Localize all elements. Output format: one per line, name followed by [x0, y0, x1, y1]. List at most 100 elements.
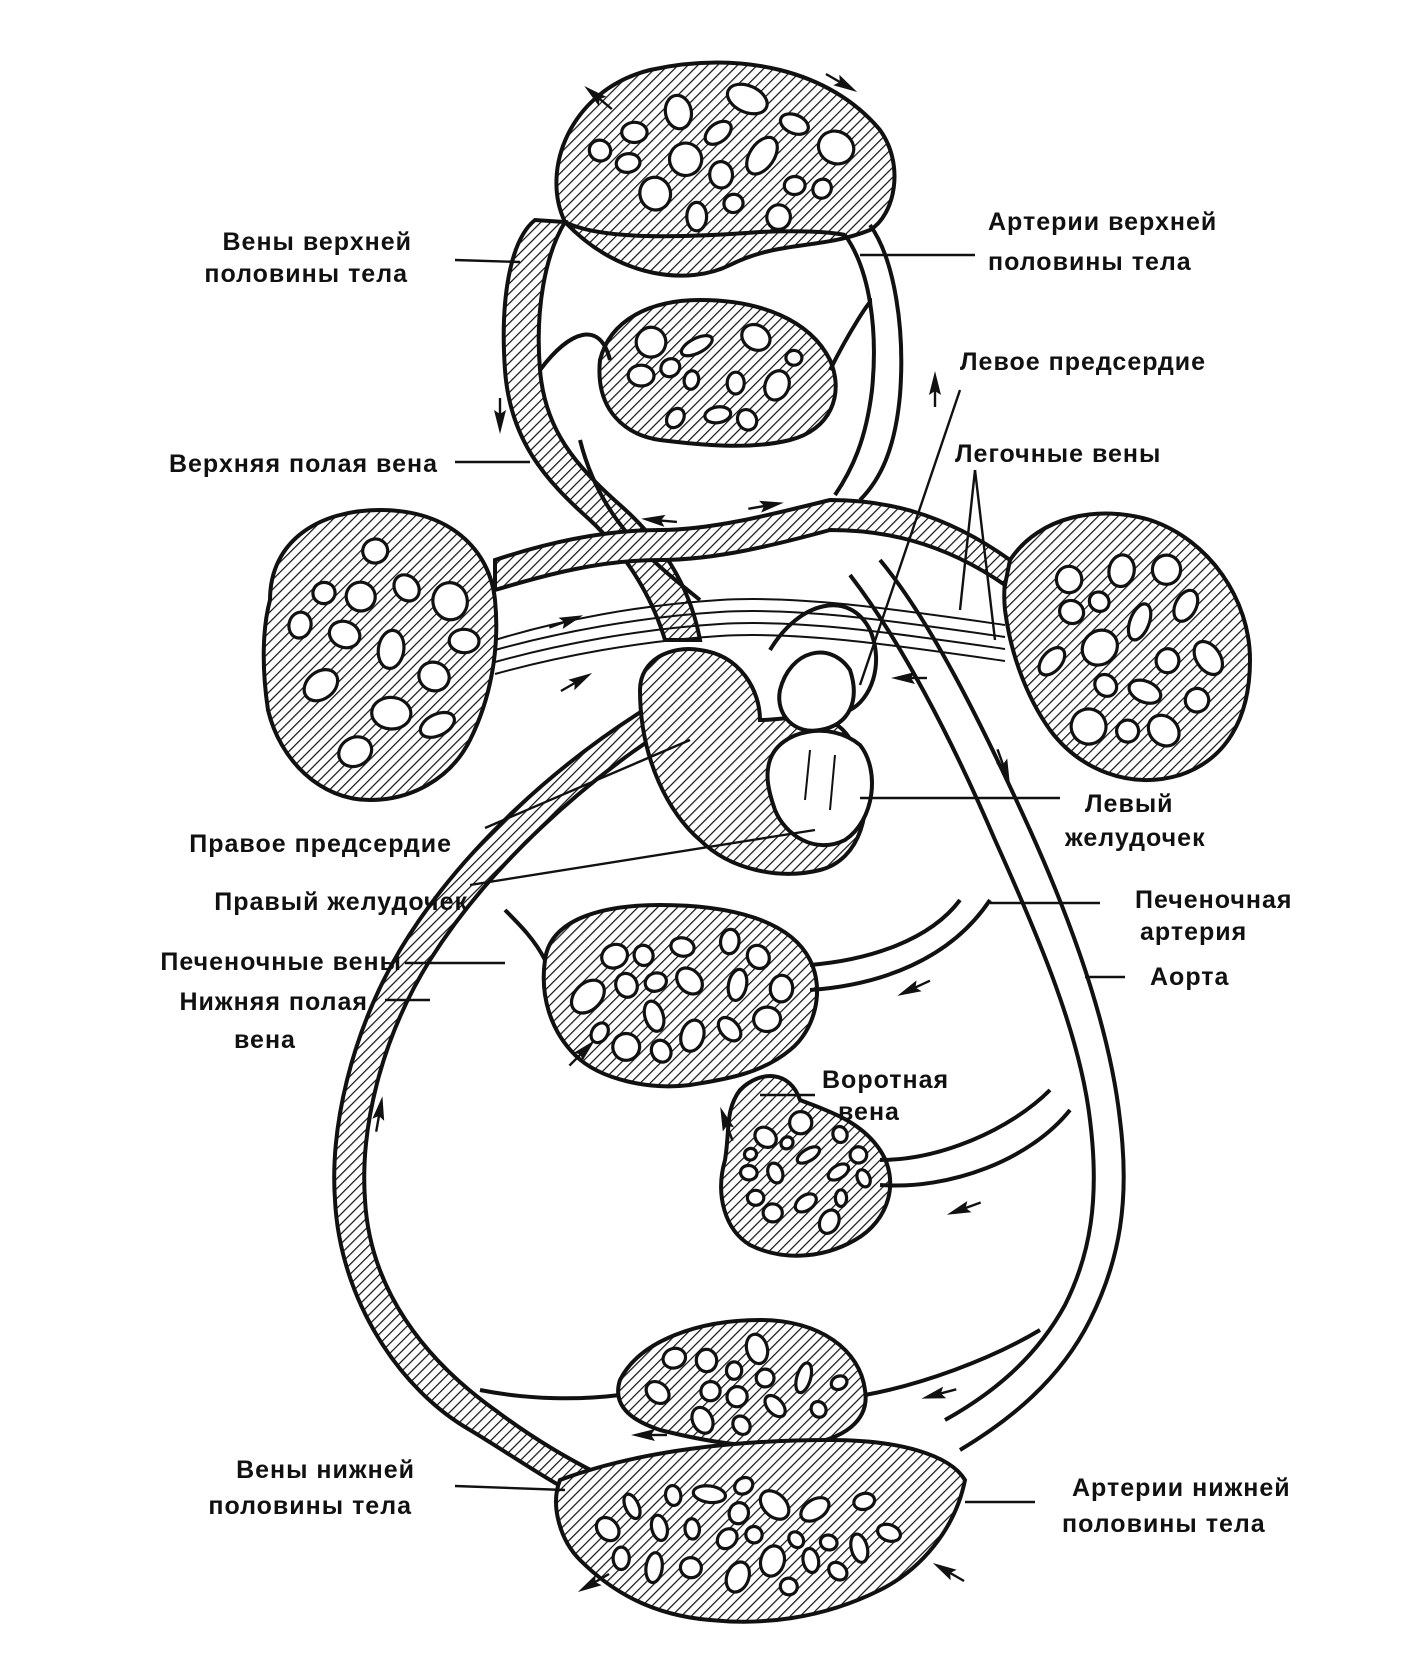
capillary-cell — [788, 1109, 814, 1136]
capillary-cell — [833, 1188, 849, 1208]
capillary-cell — [1093, 672, 1119, 698]
capillary-cell — [801, 1546, 821, 1575]
capillary-cell — [594, 1515, 621, 1543]
capillary-cell — [663, 93, 694, 131]
capillary-cell — [417, 660, 451, 693]
capillary-cell — [745, 135, 779, 176]
labels: Вены верхней половины тела Артерии верхн… — [160, 208, 1291, 1538]
capillary-cell — [733, 1475, 755, 1496]
capillary-cell — [765, 203, 793, 231]
capillary-cell — [699, 1380, 722, 1403]
capillary-cell — [809, 1399, 828, 1419]
capillary-cell — [679, 334, 714, 358]
capillary-cell — [745, 943, 771, 971]
label-lower-body-arteries-2: половины тела — [1062, 1510, 1266, 1538]
capillary-cell — [691, 1484, 728, 1505]
capillary-cell — [344, 580, 377, 613]
capillary-cell — [811, 177, 833, 200]
capillary-cell — [758, 1544, 787, 1578]
capillary-cell — [726, 967, 749, 1003]
capillary-cell — [1054, 564, 1084, 595]
capillary-cell — [675, 966, 704, 996]
label-lower-body-veins-2: половины тела — [208, 1492, 412, 1520]
capillary-cell — [725, 82, 769, 116]
capillary-cell — [614, 152, 642, 174]
capillary-cell — [787, 1530, 806, 1550]
capillary-cell — [683, 1517, 702, 1541]
flow-arrow — [631, 1429, 655, 1441]
capillary-cell — [779, 1135, 795, 1151]
capillary-cell — [1087, 590, 1111, 613]
capillary-cell — [663, 1483, 683, 1508]
capillary-cell — [418, 710, 457, 739]
capillary-cell — [649, 1038, 673, 1064]
capillary-cell — [667, 141, 704, 178]
label-upper-body-veins-1: Вены верхней — [222, 228, 412, 256]
capillary-cell — [690, 1405, 715, 1435]
flow-arrow — [891, 672, 915, 684]
capillary-cell — [744, 1332, 770, 1366]
capillary-cell — [370, 695, 413, 731]
flow-arrow — [584, 86, 607, 107]
capillary-cell — [829, 1374, 849, 1392]
flow-arrow — [929, 371, 941, 395]
capillary-cell — [302, 668, 340, 703]
capillary-cell — [392, 573, 421, 603]
capillary-cell — [1127, 678, 1163, 705]
capillary-cell — [1107, 553, 1136, 589]
flow-arrow — [932, 1563, 957, 1581]
flow-arrow — [641, 514, 666, 527]
capillary-cell — [649, 1513, 670, 1542]
capillary-cell — [447, 627, 481, 655]
capillary-cell — [634, 325, 668, 359]
capillary-cell — [1080, 628, 1119, 667]
capillary-cell — [725, 1384, 749, 1409]
left-lung-capillary-bed — [261, 507, 499, 803]
flow-arrow-shaft — [374, 1115, 381, 1132]
flow-arrow-shaft — [949, 1571, 965, 1583]
label-superior-vena-cava: Верхняя полая вена — [169, 450, 438, 478]
flow-arrow — [946, 1200, 972, 1215]
label-hepatic-veins: Печеночные вены — [160, 948, 402, 976]
flow-arrow-shaft — [598, 97, 613, 111]
capillary-cell — [826, 1162, 851, 1182]
capillary-cell — [703, 119, 733, 146]
capillary-cell — [587, 138, 613, 163]
capillary-cell — [778, 1576, 799, 1597]
flow-arrow — [568, 673, 593, 691]
flow-arrow — [558, 615, 584, 630]
capillary-cell — [827, 1560, 849, 1582]
flow-arrow — [995, 758, 1010, 784]
label-inferior-vena-cava-2: вена — [234, 1026, 296, 1054]
leader-lines — [385, 253, 1125, 1504]
capillary-cell — [611, 1031, 642, 1062]
capillary-cell — [644, 1551, 664, 1585]
capillary-cell — [600, 942, 630, 970]
capillary-cell — [753, 1125, 778, 1150]
capillary-cell — [831, 1124, 849, 1145]
flow-arrow-shaft — [748, 504, 765, 511]
capillary-cell — [1146, 713, 1181, 748]
label-upper-body-arteries-1: Артерии верхней — [988, 208, 1217, 236]
flow-arrow-shaft — [548, 620, 565, 629]
capillary-cell — [327, 619, 362, 650]
label-aorta: Аорта — [1150, 963, 1230, 991]
flow-arrow — [759, 500, 784, 513]
liver-capillary-bed — [503, 898, 992, 1089]
capillary-cell — [1126, 602, 1153, 642]
capillary-cell — [678, 1556, 703, 1580]
capillary-cell — [727, 1501, 751, 1526]
capillary-cell — [664, 406, 686, 430]
flow-arrow — [921, 1386, 947, 1399]
flow-arrow-shaft — [996, 748, 1005, 765]
capillary-cell — [1069, 707, 1108, 746]
capillary-cell — [715, 1527, 739, 1551]
capillary-cell — [589, 1021, 610, 1045]
capillary-cell — [766, 1161, 785, 1185]
flow-arrow — [372, 1096, 385, 1121]
label-upper-body-veins-2: половины тела — [204, 260, 408, 288]
capillary-cell — [794, 1361, 814, 1395]
capillary-cell — [742, 1146, 759, 1162]
capillary-cell — [1183, 686, 1211, 714]
